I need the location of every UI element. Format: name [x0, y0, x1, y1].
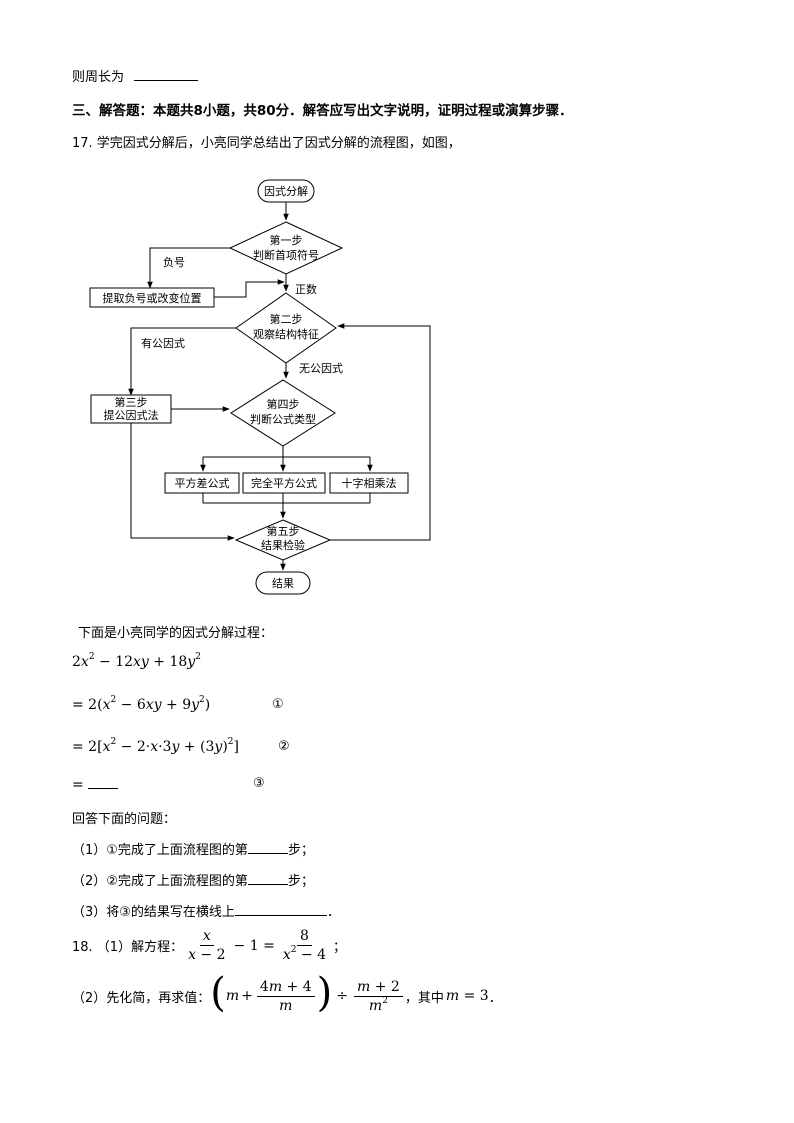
- fc-step3-line1: 第三步: [115, 395, 148, 409]
- fc-step3-line2: 提公因式法: [104, 408, 159, 422]
- sub2-text-b: 步；: [287, 874, 314, 889]
- end-box: [255, 571, 311, 595]
- fc-has-common-label: 有公因式: [141, 336, 185, 350]
- process-intro: 下面是小亮同学的因式分解过程：: [78, 626, 274, 641]
- sub-question-1: （1）①完成了上面流程图的第 步；: [72, 839, 314, 858]
- fc-extract-label: 提取负号或改变位置: [103, 291, 202, 305]
- fc-step1-line1: 第一步: [270, 233, 303, 247]
- fc-start-label: 因式分解: [264, 184, 308, 198]
- fc-step4-line2: 判断公式类型: [250, 412, 316, 426]
- math-line-3: =: [72, 776, 119, 793]
- mark-2: ②: [278, 739, 290, 754]
- m-equals: m = 3: [445, 988, 489, 1004]
- fc-step1-line2: 判断首项符号: [253, 248, 319, 262]
- step3-blank[interactable]: [88, 776, 119, 789]
- method-box-2: [242, 472, 326, 494]
- perimeter-blank[interactable]: [134, 66, 199, 81]
- perimeter-text: 则周长为: [72, 70, 125, 85]
- section-heading: 三、解答题：本题共8小题，共80分．解答应写出文字说明，证明过程或演算步骤．: [72, 103, 573, 119]
- fc-step2-line2: 观察结构特征: [253, 327, 319, 341]
- sub1-text-b: 步；: [287, 843, 314, 858]
- math-line-2: = 2[x2 − 2·x·3y + (3y)2]: [72, 737, 239, 756]
- fc-method1-label: 平方差公式: [175, 476, 230, 490]
- mark-1: ①: [272, 697, 284, 712]
- sub2-blank[interactable]: [247, 870, 288, 885]
- q18-p2-tail: ，其中: [404, 990, 444, 1006]
- mark-3: ③: [253, 776, 265, 791]
- q17-intro: 17. 学完因式分解后，小亮同学总结出了因式分解的流程图，如图，: [72, 136, 461, 151]
- fc-method3-label: 十字相乘法: [342, 476, 397, 490]
- fc-step5-line1: 第五步: [267, 524, 300, 538]
- sub3-text-b: ．: [326, 905, 340, 920]
- fc-no-common-label: 无公因式: [299, 362, 343, 375]
- fc-negative-label: 负号: [163, 255, 185, 269]
- fc-step5-line2: 结果检验: [261, 538, 305, 552]
- sub-question-2: （2）②完成了上面流程图的第 步；: [72, 870, 314, 889]
- step1-diamond: [228, 221, 344, 275]
- q18-p2-end: ．: [488, 990, 502, 1006]
- method-box-1: [164, 472, 240, 494]
- sub1-blank[interactable]: [247, 839, 288, 854]
- fc-end-label: 结果: [272, 577, 294, 590]
- math-line-0: 2x2 − 12xy + 18y2: [72, 652, 201, 671]
- fc-method2-label: 完全平方公式: [251, 476, 317, 490]
- method-box-3: [329, 472, 409, 494]
- q18-p2-label: （2）先化简，再求值：: [72, 990, 211, 1006]
- fc-step4-line1: 第四步: [267, 397, 300, 411]
- math-line-1: = 2(x2 − 6xy + 9y2): [72, 695, 211, 714]
- answer-intro: 回答下面的问题：: [72, 812, 177, 827]
- m-value: 3: [479, 988, 489, 1004]
- sub2-text-a: （2）②完成了上面流程图的第: [72, 874, 248, 889]
- perimeter-prompt: 则周长为: [72, 66, 199, 85]
- sub-question-3: （3）将③的结果写在横线上 ．: [72, 901, 340, 920]
- fc-step2-line1: 第二步: [270, 312, 303, 326]
- sub3-blank[interactable]: [234, 901, 327, 916]
- fc-positive-label: 正数: [295, 283, 317, 296]
- factorization-flowchart: 因式分解 第一步 判断首项符号 负号 提取负号或改变位置 正数 第二步 观察结构…: [89, 179, 431, 595]
- q18-p1-label: 18. （1）解方程：: [72, 940, 184, 955]
- sub3-text-a: （3）将③的结果写在横线上: [72, 905, 235, 920]
- sub1-text-a: （1）①完成了上面流程图的第: [72, 843, 248, 858]
